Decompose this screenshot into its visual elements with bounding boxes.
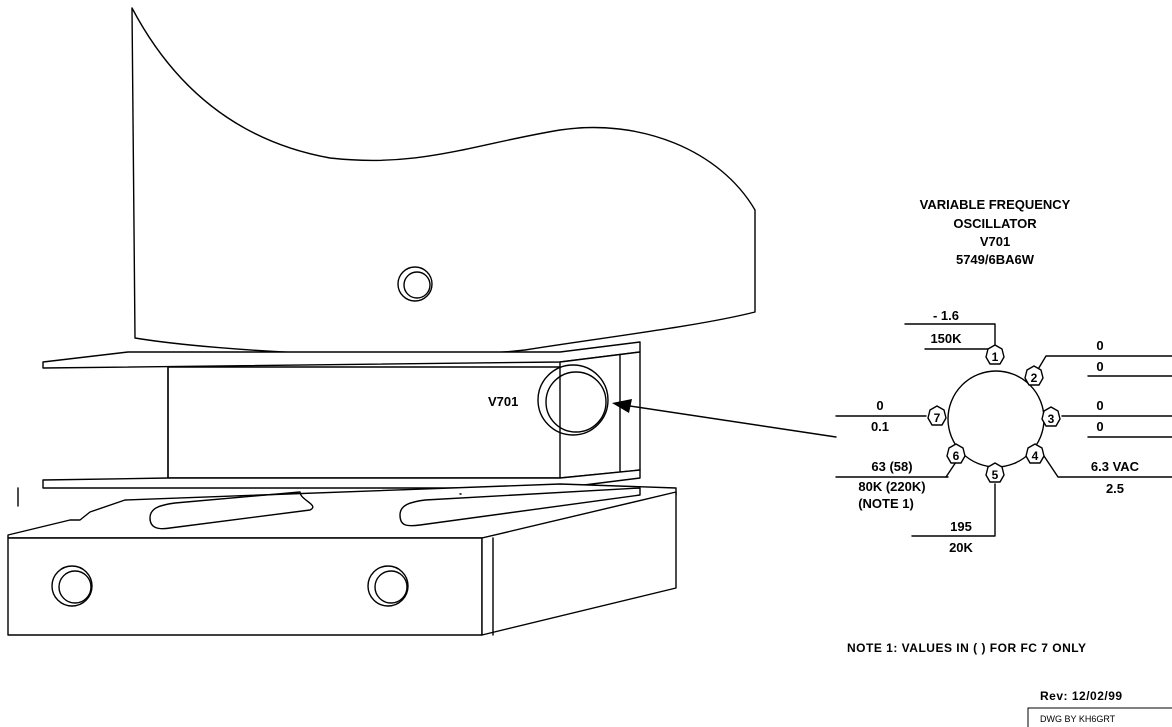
pin4-voltage: 6.3 VAC — [1091, 459, 1140, 474]
v701-socket-outer — [537, 364, 609, 436]
pointer-arrow — [612, 399, 837, 438]
pin-badge-4: 4 — [1025, 443, 1045, 464]
base-block-side — [481, 491, 677, 636]
svg-text:5: 5 — [992, 468, 999, 482]
pin-badge-3: 3 — [1041, 406, 1061, 427]
pin6-resistance: 80K (220K) — [858, 479, 925, 494]
v701-socket-inner — [545, 371, 607, 433]
base-slot-2 — [399, 487, 641, 527]
base-block-front — [7, 537, 483, 636]
base-screw-left-outer — [51, 565, 93, 607]
svg-text:6: 6 — [953, 449, 960, 463]
note-text: NOTE 1: VALUES IN ( ) FOR FC 7 ONLY — [847, 641, 1087, 655]
tube-title: VARIABLE FREQUENCY OSCILLATOR V701 5749/… — [920, 197, 1071, 267]
upper-shelf — [42, 341, 641, 369]
pin7-voltage: 0 — [876, 398, 883, 413]
pin2-resistance: 0 — [1096, 359, 1103, 374]
pin5-voltage: 195 — [950, 519, 972, 534]
svg-text:V701: V701 — [980, 234, 1010, 249]
pin5-resistance: 20K — [949, 540, 973, 555]
pin2-voltage: 0 — [1096, 338, 1103, 353]
svg-text:DWG BY KH6GRT: DWG BY KH6GRT — [1040, 714, 1116, 724]
panel-screw-inner — [403, 271, 431, 299]
panel-screw-outer — [397, 266, 433, 302]
base-screw-left-inner — [58, 570, 92, 604]
pin-badge-1: 1 — [985, 344, 1005, 365]
svg-text:3: 3 — [1048, 412, 1055, 426]
pin7-resistance: 0.1 — [871, 419, 889, 434]
pin3-resistance: 0 — [1096, 419, 1103, 434]
svg-text:5749/6BA6W: 5749/6BA6W — [956, 252, 1035, 267]
svg-text:4: 4 — [1032, 449, 1039, 463]
pin-badge-5: 5 — [985, 462, 1005, 483]
pin-badge-6: 6 — [946, 443, 966, 464]
pin4-resistance: 2.5 — [1106, 481, 1124, 496]
pin3-voltage: 0 — [1096, 398, 1103, 413]
svg-text:1: 1 — [992, 350, 999, 364]
pin1-voltage: - 1.6 — [933, 308, 959, 323]
base-slot-1 — [149, 491, 314, 530]
svg-text:VARIABLE FREQUENCY: VARIABLE FREQUENCY — [920, 197, 1071, 212]
base-screw-right-outer — [367, 565, 409, 607]
pin-badge-2: 2 — [1024, 365, 1044, 386]
svg-text:OSCILLATOR: OSCILLATOR — [953, 216, 1037, 231]
svg-text:2: 2 — [1031, 371, 1038, 385]
upper-panel — [131, 7, 756, 357]
lower-shelf — [42, 469, 641, 489]
pin1-resistance: 150K — [930, 331, 962, 346]
pin6-note: (NOTE 1) — [858, 496, 914, 511]
signature-box: DWG BY KH6GRT — [1027, 707, 1172, 727]
base-screw-right-inner — [374, 570, 408, 604]
svg-text:7: 7 — [934, 411, 941, 425]
chassis-drawing — [7, 7, 756, 636]
chassis-tube-label: V701 — [488, 394, 518, 409]
pinout-diagram: 1 2 3 4 5 6 7 - 1.6 150K 0 0 — [835, 308, 1172, 555]
tube-compartment — [167, 351, 641, 479]
pin6-voltage: 63 (58) — [871, 459, 912, 474]
pin-badge-7: 7 — [927, 405, 947, 426]
revision-text: Rev: 12/02/99 — [1040, 689, 1123, 703]
